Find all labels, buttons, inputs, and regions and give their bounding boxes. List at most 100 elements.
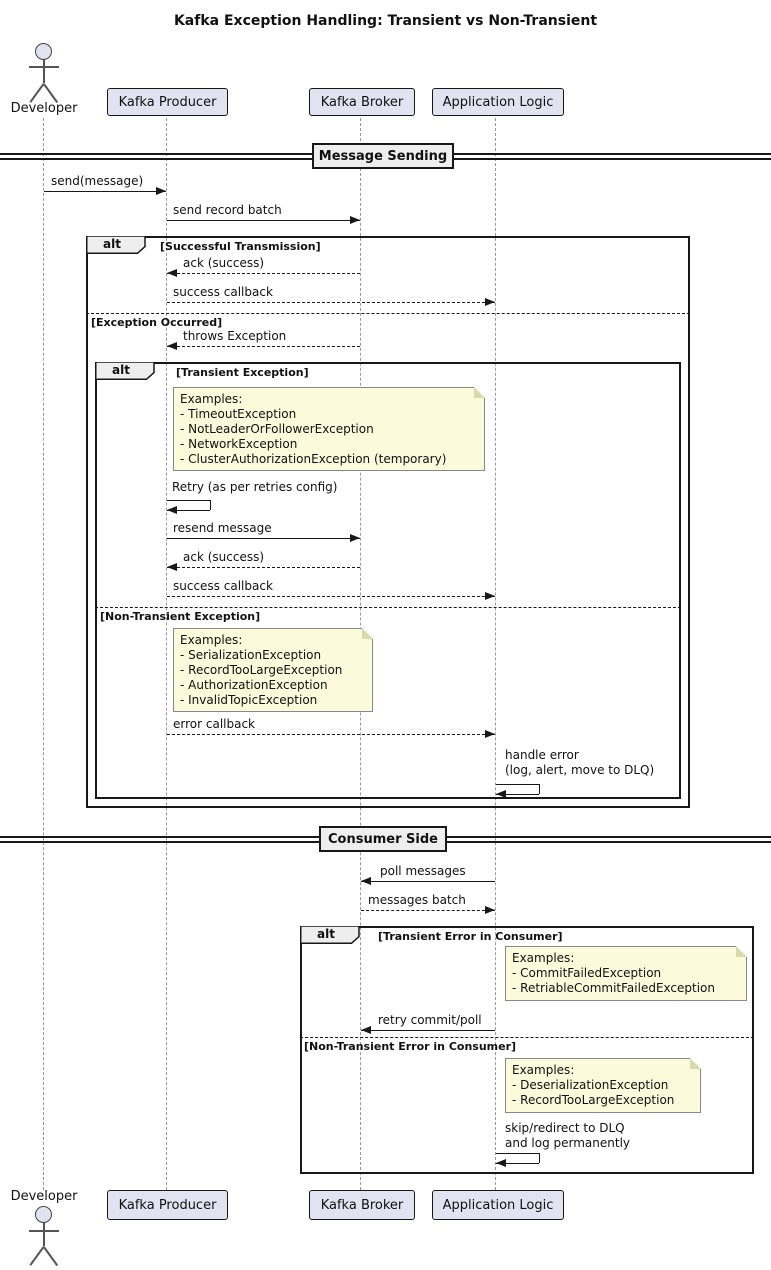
- message-label: (log, alert, move to DLQ): [505, 763, 655, 777]
- diagram-title: Kafka Exception Handling: Transient vs N…: [173, 13, 598, 29]
- condition-non-transient-exception: [Non-Transient Exception]: [100, 610, 261, 623]
- alt-else-divider: [300, 1037, 754, 1038]
- arrowhead-icon: [485, 730, 495, 738]
- note-fold-icon: [362, 628, 373, 639]
- condition-non-transient-consumer: [Non-Transient Error in Consumer]: [304, 1040, 517, 1053]
- message-label: success callback: [173, 285, 273, 299]
- arrowhead-icon: [485, 592, 495, 600]
- divider-message-sending: Message Sending: [312, 143, 454, 169]
- message-line: [361, 881, 495, 882]
- message-label: poll messages: [380, 864, 466, 878]
- message-label: success callback: [173, 579, 273, 593]
- arrowhead-icon: [167, 506, 177, 514]
- message-line: [167, 734, 495, 735]
- arrowhead-icon: [496, 790, 506, 798]
- message-label: throws Exception: [183, 329, 287, 343]
- alt-frame-inner: [95, 362, 681, 799]
- self-message-line: [496, 1163, 539, 1164]
- message-label: handle error: [505, 748, 579, 762]
- self-message-line: [539, 784, 540, 794]
- lifeline-developer: [43, 118, 44, 1190]
- arrowhead-icon: [350, 534, 360, 542]
- arrowhead-icon: [485, 906, 495, 914]
- actor-leg-left-icon: [29, 1246, 45, 1266]
- alt-frame-outer-label: alt: [86, 236, 146, 254]
- arrowhead-icon: [361, 877, 371, 885]
- participant-broker-bottom: Kafka Broker: [309, 1190, 415, 1220]
- actor-head-icon: [35, 43, 52, 60]
- self-message-line: [496, 794, 539, 795]
- note-line: - ClusterAuthorizationException (tempora…: [180, 452, 447, 466]
- note-line: - RecordTooLargeException: [512, 1093, 675, 1107]
- alt-keyword: alt: [112, 363, 130, 377]
- alt-frame-consumer-label: alt: [300, 926, 360, 944]
- arrowhead-icon: [167, 563, 177, 571]
- self-message-line: [496, 1153, 539, 1154]
- participant-app-bottom: Application Logic: [432, 1190, 564, 1220]
- condition-exception-occurred: [Exception Occurred]: [91, 316, 223, 329]
- note-line: - RecordTooLargeException: [180, 663, 343, 677]
- message-label: resend message: [173, 521, 272, 535]
- note-non-transient-producer: Examples: - SerializationException - Rec…: [173, 628, 373, 712]
- condition-successful-transmission: [Successful Transmission]: [160, 240, 321, 253]
- alt-pentagon-icon: [300, 926, 360, 944]
- note-line: - RetriableCommitFailedException: [512, 981, 716, 995]
- note-line: Examples:: [512, 1063, 575, 1077]
- alt-frame-consumer: [300, 926, 754, 1174]
- actor-label-developer-top: Developer: [10, 101, 78, 116]
- alt-frame-inner-label: alt: [95, 362, 155, 380]
- note-line: Examples:: [180, 633, 243, 647]
- self-message-line: [210, 500, 211, 510]
- note-line: - AuthorizationException: [180, 678, 328, 692]
- alt-keyword: alt: [317, 927, 335, 941]
- message-line: [167, 538, 360, 539]
- message-line: [361, 910, 495, 911]
- lifeline-app: [495, 118, 496, 1190]
- alt-frame-outer: [86, 236, 690, 808]
- note-non-transient-consumer: Examples: - DeserializationException - R…: [505, 1058, 701, 1113]
- note-transient-producer: Examples: - TimeoutException - NotLeader…: [173, 387, 485, 471]
- alt-keyword: alt: [103, 237, 121, 251]
- participant-broker-top: Kafka Broker: [309, 88, 415, 116]
- note-line: - DeserializationException: [512, 1078, 669, 1092]
- actor-leg-right-icon: [43, 83, 59, 103]
- arrowhead-icon: [496, 1159, 506, 1167]
- actor-head-icon: [35, 1206, 52, 1223]
- message-label: and log permanently: [505, 1136, 630, 1150]
- participant-app-top: Application Logic: [432, 88, 564, 116]
- alt-else-divider: [95, 607, 681, 608]
- actor-leg-right-icon: [43, 1246, 59, 1266]
- note-line: Examples:: [512, 951, 575, 965]
- message-line: [44, 191, 166, 192]
- note-fold-icon: [474, 387, 485, 398]
- message-line: [361, 1030, 495, 1031]
- note-line: - CommitFailedException: [512, 966, 662, 980]
- note-fold-icon: [736, 946, 747, 957]
- self-message-line: [167, 510, 210, 511]
- message-label: skip/redirect to DLQ: [505, 1121, 625, 1135]
- alt-pentagon-icon: [86, 236, 146, 254]
- message-line: [167, 596, 495, 597]
- alt-pentagon-icon: [95, 362, 155, 380]
- participant-producer-top: Kafka Producer: [107, 88, 228, 116]
- self-message-line: [167, 500, 210, 501]
- message-label: ack (success): [183, 550, 265, 564]
- arrowhead-icon: [156, 187, 166, 195]
- note-line: - InvalidTopicException: [180, 693, 318, 707]
- note-transient-consumer: Examples: - CommitFailedException - Retr…: [505, 946, 747, 1001]
- actor-arms-icon: [29, 1230, 59, 1232]
- arrowhead-icon: [167, 342, 177, 350]
- message-line: [167, 346, 360, 347]
- message-line: [167, 302, 495, 303]
- message-line: [167, 273, 360, 274]
- actor-arms-icon: [29, 66, 59, 68]
- message-label: Retry (as per retries config): [172, 480, 338, 494]
- arrowhead-icon: [361, 1026, 371, 1034]
- note-line: - NetworkException: [180, 437, 298, 451]
- participant-producer-bottom: Kafka Producer: [107, 1190, 228, 1220]
- note-line: Examples:: [180, 392, 243, 406]
- divider-consumer-side: Consumer Side: [319, 826, 447, 852]
- note-line: - SerializationException: [180, 648, 322, 662]
- note-line: - NotLeaderOrFollowerException: [180, 422, 374, 436]
